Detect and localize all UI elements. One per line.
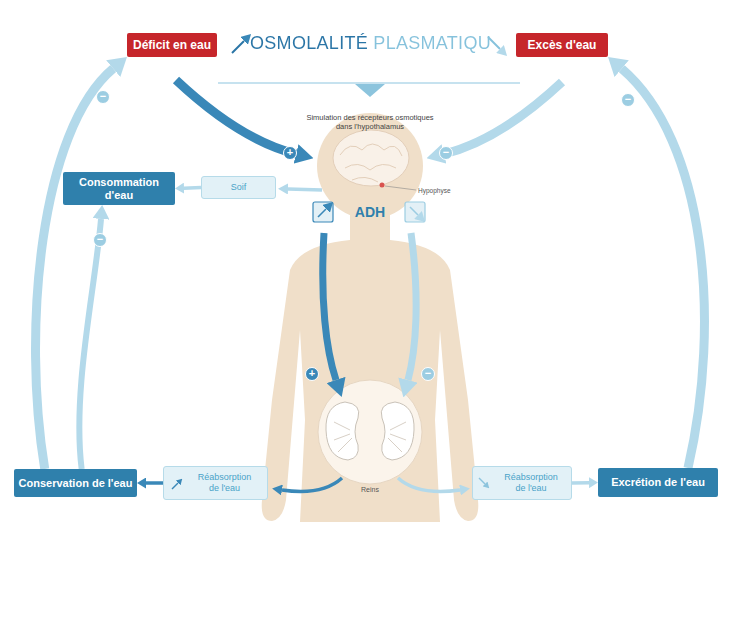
- adh-increase-arrow: [323, 233, 336, 380]
- alert-box: Déficit en eau: [127, 33, 217, 57]
- adh-decrease-arrow: [408, 233, 416, 380]
- sign-marker: −: [439, 146, 453, 160]
- sign-marker: +: [305, 367, 319, 381]
- thirst-arrow: [288, 189, 322, 190]
- node-text: Conservation de l'eau: [19, 477, 133, 490]
- response-box: Consommation d'eau: [63, 172, 175, 205]
- sign-marker: −: [621, 93, 635, 107]
- reabsorption-arrow: [398, 478, 460, 492]
- pituitary-dot: [380, 183, 385, 188]
- kidney-circle: [318, 380, 422, 484]
- node-text: Réabsorption de l'eau: [498, 472, 564, 494]
- diagram-title: OSMOLALITÉ PLASMATIQUE: [250, 33, 490, 54]
- sign-marker: −: [93, 233, 107, 247]
- node-text: Déficit en eau: [133, 38, 211, 52]
- flow-arrow: [36, 69, 114, 469]
- flow-arrow: [79, 219, 101, 469]
- node-text: Excrétion de l'eau: [611, 476, 705, 489]
- brain: [333, 130, 409, 186]
- indicator-box: [405, 202, 425, 222]
- brain-folds: [340, 144, 402, 182]
- response-box: Conservation de l'eau: [14, 469, 137, 497]
- alert-box: Excès d'eau: [516, 33, 608, 57]
- flow-arrow: [146, 481, 163, 485]
- flow-arrow: [572, 481, 589, 485]
- reabsorption-arrow: [282, 478, 342, 492]
- stimulus-arrow: [176, 80, 296, 154]
- indicator-box: [313, 202, 333, 222]
- response-box: Excrétion de l'eau: [598, 468, 718, 497]
- part-label: Hypophyse: [418, 187, 451, 194]
- kidney-left: [326, 402, 359, 460]
- process-box: Réabsorption de l'eau: [472, 466, 572, 500]
- body-silhouette: [262, 212, 479, 522]
- process-box: Soif: [201, 176, 276, 199]
- node-text: Réabsorption de l'eau: [192, 472, 258, 494]
- sign-marker: +: [283, 146, 297, 160]
- node-text: Soif: [231, 182, 247, 193]
- leader-line: [385, 186, 416, 190]
- flow-arrow: [622, 69, 705, 468]
- divider-line: [218, 82, 520, 84]
- increase-icon: [318, 209, 326, 217]
- annotation: Simulation des récepteurs osmotiques dan…: [304, 113, 436, 131]
- flow-arrow: [184, 186, 201, 190]
- node-text: Consommation d'eau: [74, 176, 164, 202]
- hormone-label: ADH: [355, 204, 385, 220]
- decrease-icon: [410, 207, 418, 215]
- sign-marker: −: [96, 90, 110, 104]
- kidney-detail: [334, 422, 406, 452]
- node-text: Excès d'eau: [528, 38, 597, 52]
- pointer-triangle: [355, 84, 385, 97]
- increase-arrow: [232, 41, 244, 53]
- kidney-right: [381, 402, 414, 460]
- inhibition-arrow: [444, 82, 562, 154]
- process-box: Réabsorption de l'eau: [163, 466, 268, 500]
- sign-marker: −: [421, 367, 435, 381]
- part-label: Reins: [361, 486, 379, 493]
